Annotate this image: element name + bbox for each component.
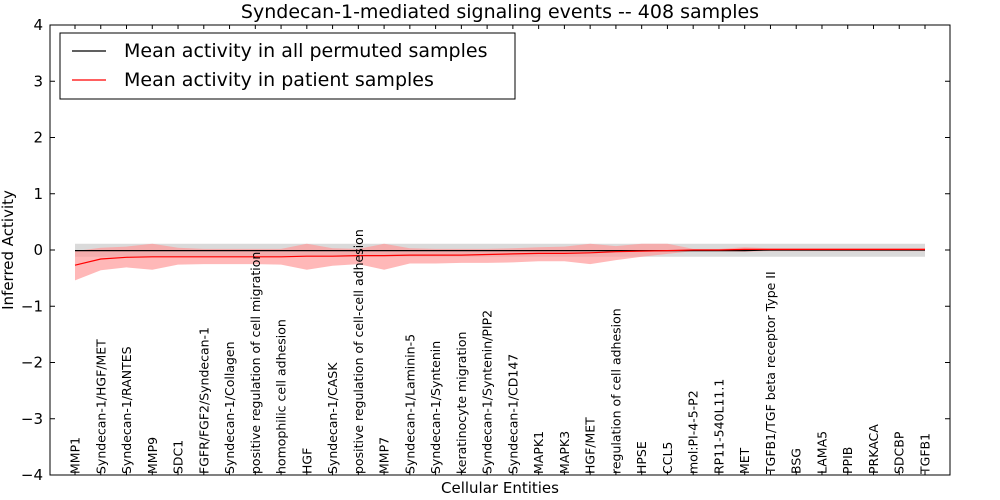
x-category-label: MET (737, 447, 752, 474)
x-category-label: Syndecan-1/RANTES (119, 346, 134, 474)
line-series-2 (74, 248, 925, 266)
x-category-label: MMP7 (377, 437, 392, 474)
y-tick-label: 2 (33, 129, 43, 147)
x-category-label: HGF/MET (583, 417, 598, 474)
y-axis-label: Inferred Activity (0, 190, 17, 310)
y-tick-label: −4 (21, 466, 43, 484)
x-category-label: SDCBP (892, 431, 907, 474)
legend: Mean activity in all permuted samplesMea… (59, 32, 516, 100)
x-category-label: Syndecan-1/Laminin-5 (402, 334, 417, 474)
line-series-1 (75, 249, 925, 252)
y-tick-label: 1 (33, 185, 43, 203)
legend-label-1: Mean activity in all permuted samples (124, 40, 487, 62)
y-axis-ticks: −4 −3 −2 −1 0 1 2 3 4 (21, 16, 950, 484)
y-tick-label: −2 (21, 354, 43, 372)
y-tick-label: 0 (33, 241, 43, 259)
legend-label-2: Mean activity in patient samples (124, 69, 434, 91)
y-tick-label: −3 (21, 410, 43, 428)
x-category-label: Syndecan-1/HGF/MET (93, 339, 108, 474)
x-category-label: MAPK3 (557, 431, 572, 474)
chart-title: Syndecan-1-mediated signaling events -- … (241, 1, 759, 23)
x-category-label: Syndecan-1/Syntenin (428, 341, 443, 474)
x-category-label: FGFR/FGF2/Syndecan-1 (196, 327, 211, 474)
x-category-label: HPSE (634, 441, 649, 474)
x-category-label: Syndecan-1/CASK (325, 362, 340, 474)
x-category-labels: MMP1 Syndecan-1/HGF/MET Syndecan-1/RANTES M… (68, 25, 933, 475)
x-category-label: MMP9 (145, 437, 160, 474)
series-lines (74, 248, 925, 266)
x-category-label: BSG (789, 448, 804, 474)
band-series-2 (75, 243, 925, 281)
x-axis-label: Cellular Entities (441, 479, 559, 497)
x-category-label: RP11-540L11.1 (711, 379, 726, 474)
x-category-label: positive regulation of cell-cell adhesio… (351, 229, 366, 474)
x-category-label: MMP1 (68, 437, 83, 474)
x-category-label: PPIB (840, 447, 855, 474)
x-category-label: PRKACA (866, 424, 881, 474)
legend-box (59, 32, 516, 100)
x-category-label: keratinocyte migration (454, 332, 469, 474)
x-category-label: TGFB1/TGF beta receptor Type II (763, 271, 778, 475)
y-tick-label: 3 (33, 72, 43, 90)
plot-frame (49, 24, 951, 476)
x-category-label: SDC1 (171, 440, 186, 474)
x-category-label: Syndecan-1/CD147 (505, 354, 520, 474)
x-category-label: TGFB1 (918, 433, 933, 475)
x-category-label: MAPK1 (531, 431, 546, 474)
y-tick-label: −1 (21, 297, 43, 315)
x-category-label: Syndecan-1/Syntenin/PIP2 (480, 310, 495, 474)
x-category-label: regulation of cell adhesion (608, 308, 623, 474)
x-category-label: LAMA5 (815, 431, 830, 474)
x-category-label: mol:PI-4-5-P2 (686, 390, 701, 474)
x-category-label: CCL5 (660, 442, 675, 474)
x-category-label: positive regulation of cell migration (248, 252, 263, 474)
x-category-label: Syndecan-1/Collagen (222, 341, 237, 474)
x-category-label: homophilic cell adhesion (274, 319, 289, 474)
x-category-label: HGF (299, 448, 314, 474)
y-tick-label: 4 (33, 16, 43, 34)
